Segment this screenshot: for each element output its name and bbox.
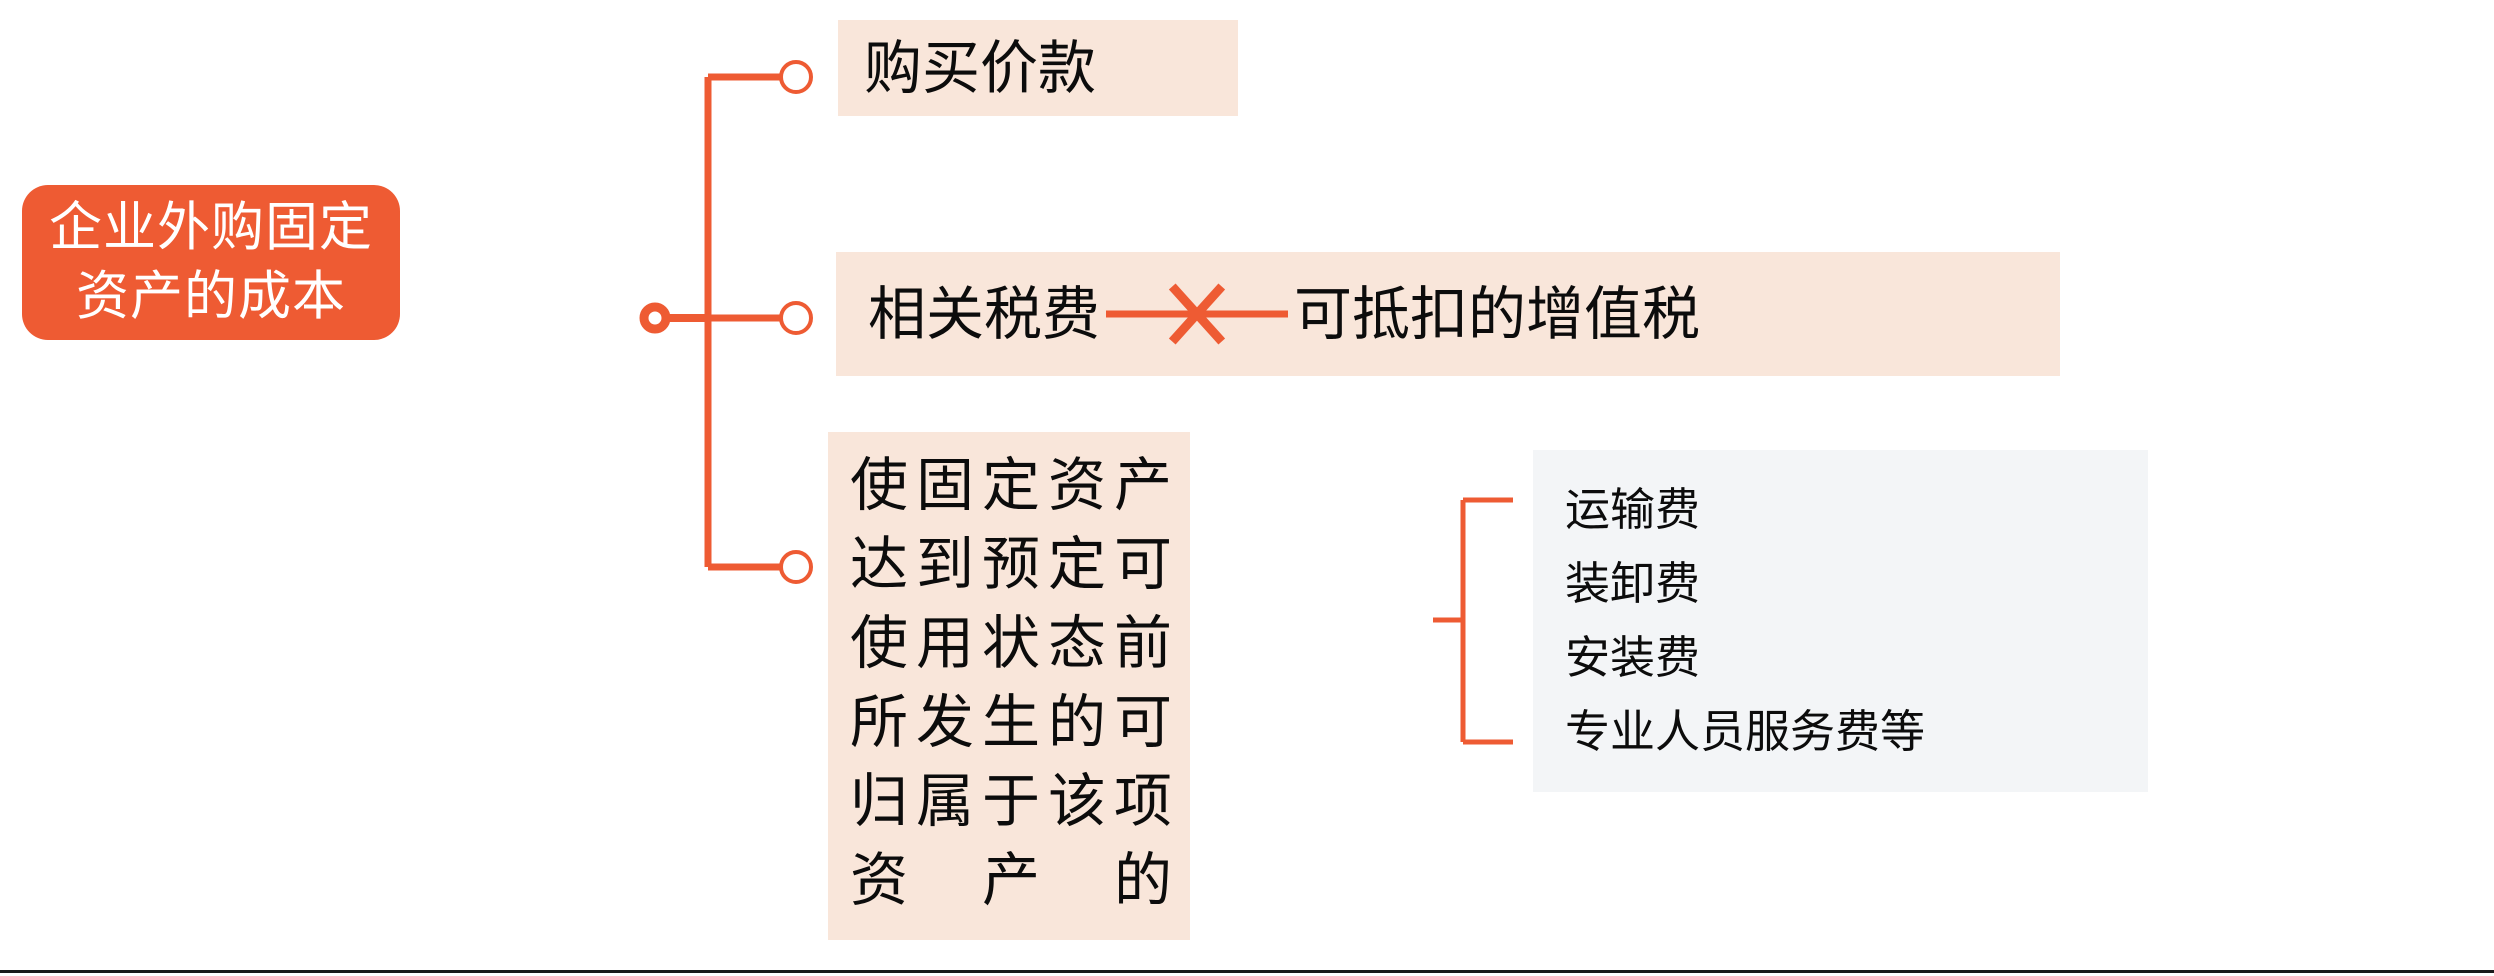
root-node[interactable]: 企业外购固定 资产的成本 — [22, 185, 400, 340]
sublist-box[interactable]: 运输费 装卸费 安装费 专业人员服务费等 — [1533, 450, 2148, 792]
branch-3-connector-dot — [779, 550, 813, 584]
branch-node-attributable-costs[interactable]: 使固定资产达到预定可使用状态前所发生的可归属于该项资产的 — [828, 432, 1190, 940]
root-connector-dot — [639, 302, 671, 334]
exclude-cross-icon — [1106, 279, 1289, 349]
branch-node-related-taxes[interactable]: 相关税费 可抵扣的增值税 — [836, 252, 2060, 376]
branch-2-left-label: 相关税费 — [868, 280, 1101, 348]
branch-2-connector-dot — [779, 301, 813, 335]
branch-1-connector-dot — [779, 60, 813, 94]
branch-1-label: 购买价款 — [864, 34, 1097, 102]
list-item: 运输费 — [1565, 483, 1701, 536]
bottom-divider — [0, 970, 2494, 973]
branch-2-row: 相关税费 可抵扣的增值税 — [868, 279, 1700, 349]
list-item: 安装费 — [1565, 631, 1701, 684]
branch-2-right-label: 可抵扣的增值税 — [1294, 280, 1701, 348]
branch-3-label: 使固定资产达到预定可使用状态前所发生的可归属于该项资产的 — [850, 451, 1172, 914]
list-item: 装卸费 — [1565, 557, 1701, 610]
root-node-line-2: 资产的成本 — [76, 265, 346, 327]
branch-node-purchase-price[interactable]: 购买价款 — [838, 20, 1238, 116]
list-item: 专业人员服务费等 — [1565, 705, 1926, 758]
root-node-line-1: 企业外购固定 — [49, 196, 373, 258]
